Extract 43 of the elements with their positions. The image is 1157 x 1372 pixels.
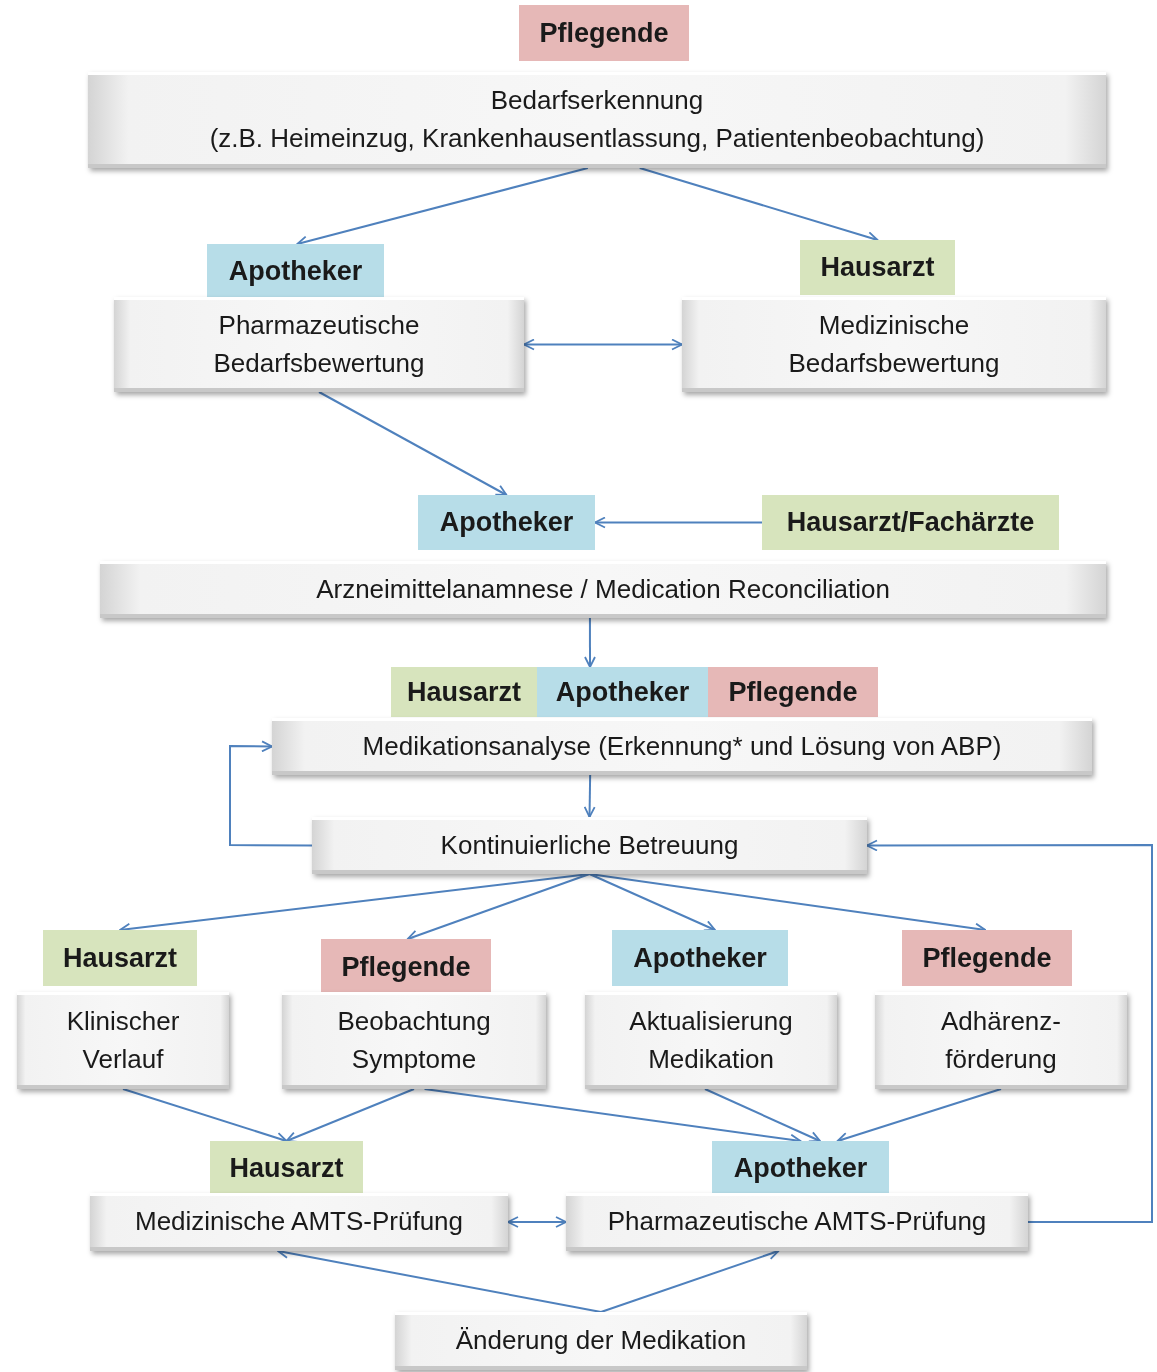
step-text: Adhärenz-förderung [940, 1004, 1062, 1076]
step-text: Klinischer Verlauf [65, 1004, 181, 1076]
arrow [122, 1088, 288, 1144]
arrow [406, 873, 591, 942]
role-tag: Hausarzt [391, 667, 537, 717]
step-text: Aktualisierung Medikation [628, 1004, 794, 1076]
role-tag: Pflegende [708, 667, 878, 717]
step-text: Beobachtung Symptome [336, 1004, 492, 1076]
step-text: Medikationsanalyse (Erkennung* und Lösung von ABP) [362, 729, 1002, 763]
step-text: Kontinuierliche Betreuung [440, 828, 739, 862]
role-tag: Apotheker [537, 667, 708, 717]
arrow [229, 740, 313, 847]
arrow [583, 774, 596, 818]
role-tag: Pflegende [321, 939, 491, 995]
arrow [285, 1088, 415, 1143]
role-tag: Apotheker [418, 495, 595, 550]
arrow [836, 1088, 1002, 1144]
role-tag: Pflegende [519, 5, 689, 61]
arrow [588, 873, 716, 932]
step-text: (z.B. Heimeinzug, Krankenhausentlassung, Patientenbeobachtung) [209, 122, 985, 155]
role-tag: Pflegende [902, 930, 1072, 986]
arrow [584, 617, 596, 668]
step-text: Änderung der Medikation [455, 1324, 747, 1358]
arrow [523, 338, 683, 351]
role-tag: Hausarzt [43, 930, 197, 986]
arrow [594, 516, 763, 529]
step-text: Bedarfserkennung [490, 84, 704, 118]
arrow [638, 167, 879, 243]
step-text: Pharmazeutische Bedarfsbewertung [212, 308, 426, 380]
arrow [318, 391, 508, 496]
arrow [703, 1088, 821, 1143]
step-text: Pharmazeutische AMTS-Prüfung [607, 1205, 987, 1239]
step-text: Medizinische AMTS-Prüfung [135, 1205, 463, 1239]
role-tag: Hausarzt [210, 1141, 363, 1196]
role-tag: Apotheker [207, 244, 384, 299]
arrow [866, 839, 1153, 1223]
step-text: Arzneimittelanamnese / Medication Reconciliation [316, 572, 890, 606]
role-tag: Apotheker [612, 930, 788, 986]
step-text: Medizinische Bedarfsbewertung [787, 308, 1001, 380]
role-tag: Hausarzt/Fachärzte [762, 495, 1059, 550]
role-tag: Hausarzt [800, 240, 955, 295]
arrow [507, 1216, 567, 1228]
role-tag: Apotheker [712, 1141, 889, 1196]
